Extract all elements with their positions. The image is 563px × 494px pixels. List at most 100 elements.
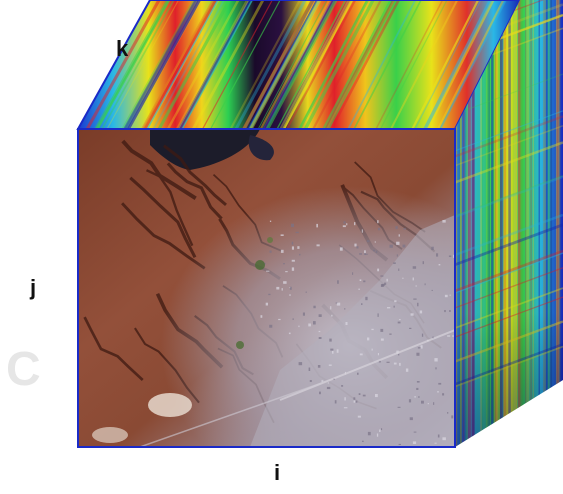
urban-texture <box>365 296 368 301</box>
spectral-streak <box>282 0 353 129</box>
urban-texture <box>380 338 384 341</box>
spectral-streak <box>303 0 375 129</box>
urban-texture <box>358 393 361 395</box>
urban-texture <box>339 247 343 251</box>
front-face-satellite-image <box>78 129 455 447</box>
urban-texture <box>449 310 451 312</box>
urban-texture <box>269 220 272 222</box>
urban-texture <box>371 328 374 331</box>
urban-texture <box>283 281 287 284</box>
spectral-streak <box>242 0 314 129</box>
urban-texture <box>438 382 442 385</box>
urban-texture <box>361 303 363 305</box>
urban-texture <box>422 261 424 265</box>
spectral-streak <box>439 0 506 129</box>
urban-texture <box>319 391 321 395</box>
spectral-streak <box>249 0 322 129</box>
spectral-streak <box>437 0 505 129</box>
urban-texture <box>442 393 445 396</box>
watermark-top-partial: ~ ~ ~ ~~~~ ~~~~ ~ <box>150 0 437 8</box>
urban-texture <box>393 262 396 264</box>
urban-texture <box>438 264 441 266</box>
urban-texture <box>398 234 400 237</box>
spectral-streak <box>375 0 444 129</box>
urban-texture <box>436 253 439 257</box>
urban-texture <box>344 397 346 401</box>
urban-texture <box>326 386 331 390</box>
urban-texture <box>291 246 294 250</box>
urban-texture <box>359 279 362 281</box>
urban-texture <box>402 277 404 279</box>
urban-texture <box>321 380 324 382</box>
urban-texture <box>431 246 434 251</box>
urban-texture <box>377 313 379 317</box>
spectral-streak <box>353 0 422 129</box>
urban-texture <box>442 437 446 441</box>
spectral-streak <box>141 0 213 129</box>
urban-texture <box>397 406 401 408</box>
spectral-streak <box>142 0 217 129</box>
urban-texture <box>269 324 273 328</box>
urban-texture <box>362 394 366 397</box>
urban-texture <box>416 387 419 390</box>
spectral-streak <box>257 0 328 129</box>
urban-texture <box>408 399 412 403</box>
urban-texture <box>412 266 417 269</box>
urban-texture <box>399 319 401 321</box>
urban-texture <box>280 234 284 236</box>
urban-texture <box>362 440 364 442</box>
spectral-streak <box>279 0 350 129</box>
spectral-streak <box>325 0 396 129</box>
urban-texture <box>331 314 333 317</box>
spectral-streak <box>325 0 397 129</box>
urban-texture <box>375 250 378 253</box>
urban-texture <box>295 231 299 234</box>
spectral-streak <box>347 0 417 129</box>
urban-texture <box>421 333 424 337</box>
urban-texture <box>354 222 356 226</box>
spectral-streak <box>242 0 315 129</box>
urban-texture <box>329 338 332 342</box>
urban-texture <box>435 367 437 370</box>
spectral-streak <box>176 0 250 129</box>
urban-texture <box>364 253 368 255</box>
urban-texture <box>297 246 300 249</box>
urban-texture <box>359 353 363 356</box>
urban-texture <box>281 288 283 291</box>
urban-texture <box>298 362 303 366</box>
spectral-streak <box>423 0 493 129</box>
urban-texture <box>336 302 341 306</box>
urban-texture <box>292 318 294 320</box>
spectral-streak <box>248 0 321 129</box>
urban-texture <box>376 433 379 437</box>
urban-texture <box>334 400 337 404</box>
urban-texture <box>316 244 320 247</box>
urban-texture <box>380 328 384 332</box>
urban-texture <box>395 226 398 230</box>
urban-texture <box>289 286 292 290</box>
spectral-streak <box>265 0 338 129</box>
urban-texture <box>397 321 401 324</box>
urban-texture <box>268 293 271 296</box>
urban-texture <box>302 312 305 316</box>
urban-texture <box>410 313 414 316</box>
urban-texture <box>417 347 422 349</box>
spectral-streak <box>425 0 495 129</box>
top-face-spectral <box>76 0 522 130</box>
urban-texture <box>313 305 316 309</box>
spectral-streak <box>191 0 265 129</box>
urban-texture <box>359 253 362 255</box>
spectral-streak <box>210 0 281 129</box>
urban-texture <box>289 294 291 296</box>
urban-texture <box>419 310 423 314</box>
urban-texture <box>291 259 295 262</box>
spectral-streak <box>178 0 252 129</box>
urban-texture <box>409 327 412 329</box>
urban-texture <box>398 268 400 271</box>
spectral-streak <box>106 0 180 129</box>
urban-texture <box>431 289 433 291</box>
urban-texture <box>398 353 400 356</box>
urban-texture <box>260 315 263 318</box>
spectral-streak <box>312 0 382 129</box>
